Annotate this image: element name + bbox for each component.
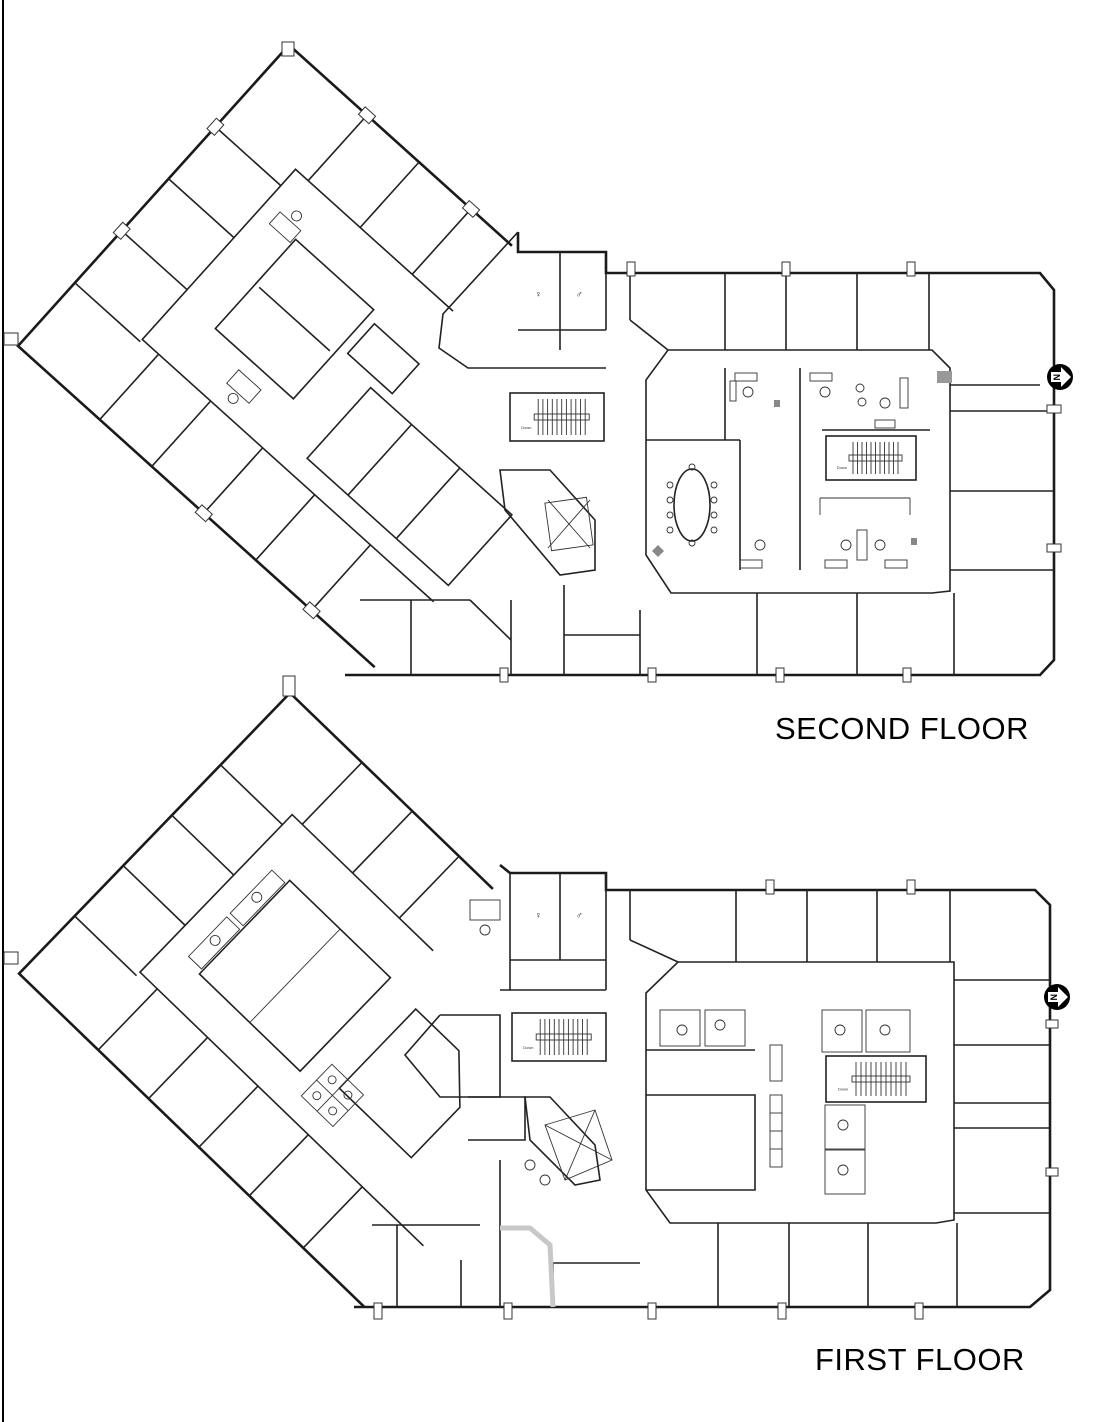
wing-office-partitions [74, 761, 460, 1249]
column [206, 117, 225, 136]
stair-handrail [851, 1075, 911, 1083]
stairwell-wall [511, 1012, 607, 1062]
column [774, 400, 780, 407]
chair [227, 392, 239, 404]
stairwell: Down [509, 392, 605, 442]
first-floor-exterior-wall [354, 863, 1052, 1309]
stairwell-wall [825, 435, 917, 481]
conference-table [673, 468, 711, 542]
first-floor-columns [373, 879, 1059, 1320]
stair-handrail [535, 1033, 592, 1041]
first-floor-workstations [469, 899, 911, 1195]
stairwell-wall [825, 1055, 927, 1103]
wing-junction-wall [438, 231, 606, 369]
stair-direction-label: Down [837, 465, 847, 470]
second-floor-plan: ♀ ♂ Down Down [3, 41, 1073, 683]
second-floor-columns [499, 261, 1062, 683]
stairwell: Down [511, 1012, 607, 1062]
workstation-cluster [229, 869, 286, 927]
elevator [524, 1096, 613, 1186]
first-floor-plan: ♀ ♂ Down Down [3, 675, 1070, 1320]
wing-inner-room [338, 1007, 461, 1159]
north-arrow-letter: N [1052, 374, 1062, 381]
stair-handrail [533, 413, 590, 421]
column [194, 504, 214, 523]
stair-direction-label: Down [838, 1087, 848, 1092]
stair-handrail [848, 454, 903, 462]
wing-core-partition [258, 286, 331, 352]
wing-storage-room [346, 322, 421, 395]
column [3, 951, 19, 965]
accessible-route-path [500, 1225, 556, 1308]
stair-direction-label: Down [521, 425, 531, 430]
wing-exterior-wall [17, 691, 494, 1308]
column [461, 199, 481, 219]
elevator [499, 469, 596, 576]
stairwell-wall [509, 392, 605, 442]
first-floor-title: FIRST FLOOR [815, 1342, 1025, 1377]
column [282, 675, 296, 697]
second-floor-open-office [645, 349, 951, 594]
workstation [268, 211, 302, 244]
column [652, 545, 664, 557]
column [911, 538, 917, 545]
north-arrow-icon: N [1044, 984, 1070, 1010]
restroom-women-icon: ♀ [535, 910, 542, 920]
second-floor-exterior-wall [345, 232, 1056, 677]
wing-office-inner-wall [141, 168, 454, 603]
north-arrow-letter: N [1049, 994, 1059, 1001]
workstation-cluster [187, 916, 241, 970]
wing-exterior-wall [16, 43, 513, 669]
wing-office-inner-wall [138, 813, 434, 1247]
wing-inner-offices [305, 386, 514, 587]
second-floor-wing [16, 43, 514, 669]
column [112, 221, 131, 241]
first-floor-wing [17, 691, 494, 1308]
column [302, 601, 321, 620]
cubicle-cluster [300, 1063, 365, 1128]
second-floor-workstations [729, 372, 911, 569]
column [357, 106, 377, 125]
first-floor-open-office [645, 961, 955, 1224]
restroom-wall [500, 873, 511, 991]
wing-office-partitions [74, 114, 472, 611]
restroom-women-icon: ♀ [535, 289, 542, 299]
column [281, 41, 295, 57]
north-arrow-icon: N [1047, 364, 1073, 390]
restroom-men-icon: ♂ [576, 289, 583, 299]
wing-core-room [214, 238, 375, 400]
column [937, 371, 952, 383]
page-left-border [2, 0, 4, 1422]
first-floor-office-partitions [372, 873, 1050, 1307]
workstation [226, 369, 262, 404]
chair [291, 210, 302, 222]
column [3, 332, 19, 346]
stairwell: Down [825, 1055, 927, 1103]
stair-direction-label: Down [523, 1045, 533, 1050]
restroom-men-icon: ♂ [576, 910, 583, 920]
second-floor-title: SECOND FLOOR [775, 711, 1030, 746]
stairwell: Down [825, 435, 917, 481]
second-floor-office-partitions [360, 252, 1054, 675]
conference-chairs [666, 463, 718, 547]
